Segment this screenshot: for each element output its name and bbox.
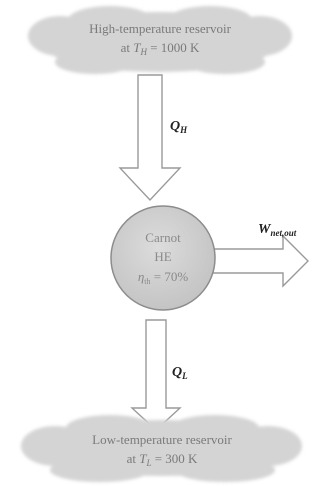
heat-out-arrow xyxy=(130,319,182,431)
hot-reservoir-line1: High-temperature reservoir xyxy=(89,21,232,36)
cold-reservoir-line1: Low-temperature reservoir xyxy=(92,432,232,447)
heat-out-subscript: L xyxy=(181,371,188,381)
engine-efficiency: ηth = 70% xyxy=(138,269,189,286)
hot-reservoir-temp-prefix: at xyxy=(121,40,134,55)
heat-in-label: QH xyxy=(170,119,188,135)
cold-reservoir-temp-value: = 300 K xyxy=(151,451,198,466)
engine-eta-subscript: th xyxy=(144,277,150,286)
work-out-label: Wnet,out xyxy=(258,222,297,238)
cold-reservoir: Low-temperature reservoir at TL = 300 K xyxy=(21,415,302,482)
cold-reservoir-temperature: at TL = 300 K xyxy=(127,451,198,468)
hot-reservoir: High-temperature reservoir at TH = 1000 … xyxy=(28,6,292,74)
work-out-symbol: W xyxy=(258,222,272,237)
work-out-arrow xyxy=(204,234,309,288)
cold-reservoir-cloud xyxy=(21,415,302,482)
heat-in-arrow xyxy=(118,74,182,202)
hot-reservoir-temp-value: = 1000 K xyxy=(147,40,200,55)
engine-line2: HE xyxy=(154,249,171,264)
cold-reservoir-temp-symbol: T xyxy=(139,451,147,466)
engine-eta-symbol: η xyxy=(138,269,144,284)
heat-out-label: QL xyxy=(172,365,188,381)
carnot-engine: Carnot HE ηth = 70% xyxy=(110,205,216,311)
cold-reservoir-temp-subscript: L xyxy=(145,458,151,468)
hot-reservoir-temp-subscript: H xyxy=(139,47,147,57)
cold-reservoir-temp-prefix: at xyxy=(127,451,140,466)
hot-reservoir-temperature: at TH = 1000 K xyxy=(121,40,200,57)
heat-in-symbol: Q xyxy=(170,119,180,134)
hot-reservoir-temp-symbol: T xyxy=(133,40,141,55)
heat-out-symbol: Q xyxy=(172,365,182,380)
hot-reservoir-cloud xyxy=(28,6,292,74)
engine-circle xyxy=(110,205,216,311)
engine-eta-value: = 70% xyxy=(151,269,189,284)
work-out-subscript: net,out xyxy=(270,228,296,238)
engine-line1: Carnot xyxy=(145,230,181,245)
heat-in-subscript: H xyxy=(179,125,188,135)
